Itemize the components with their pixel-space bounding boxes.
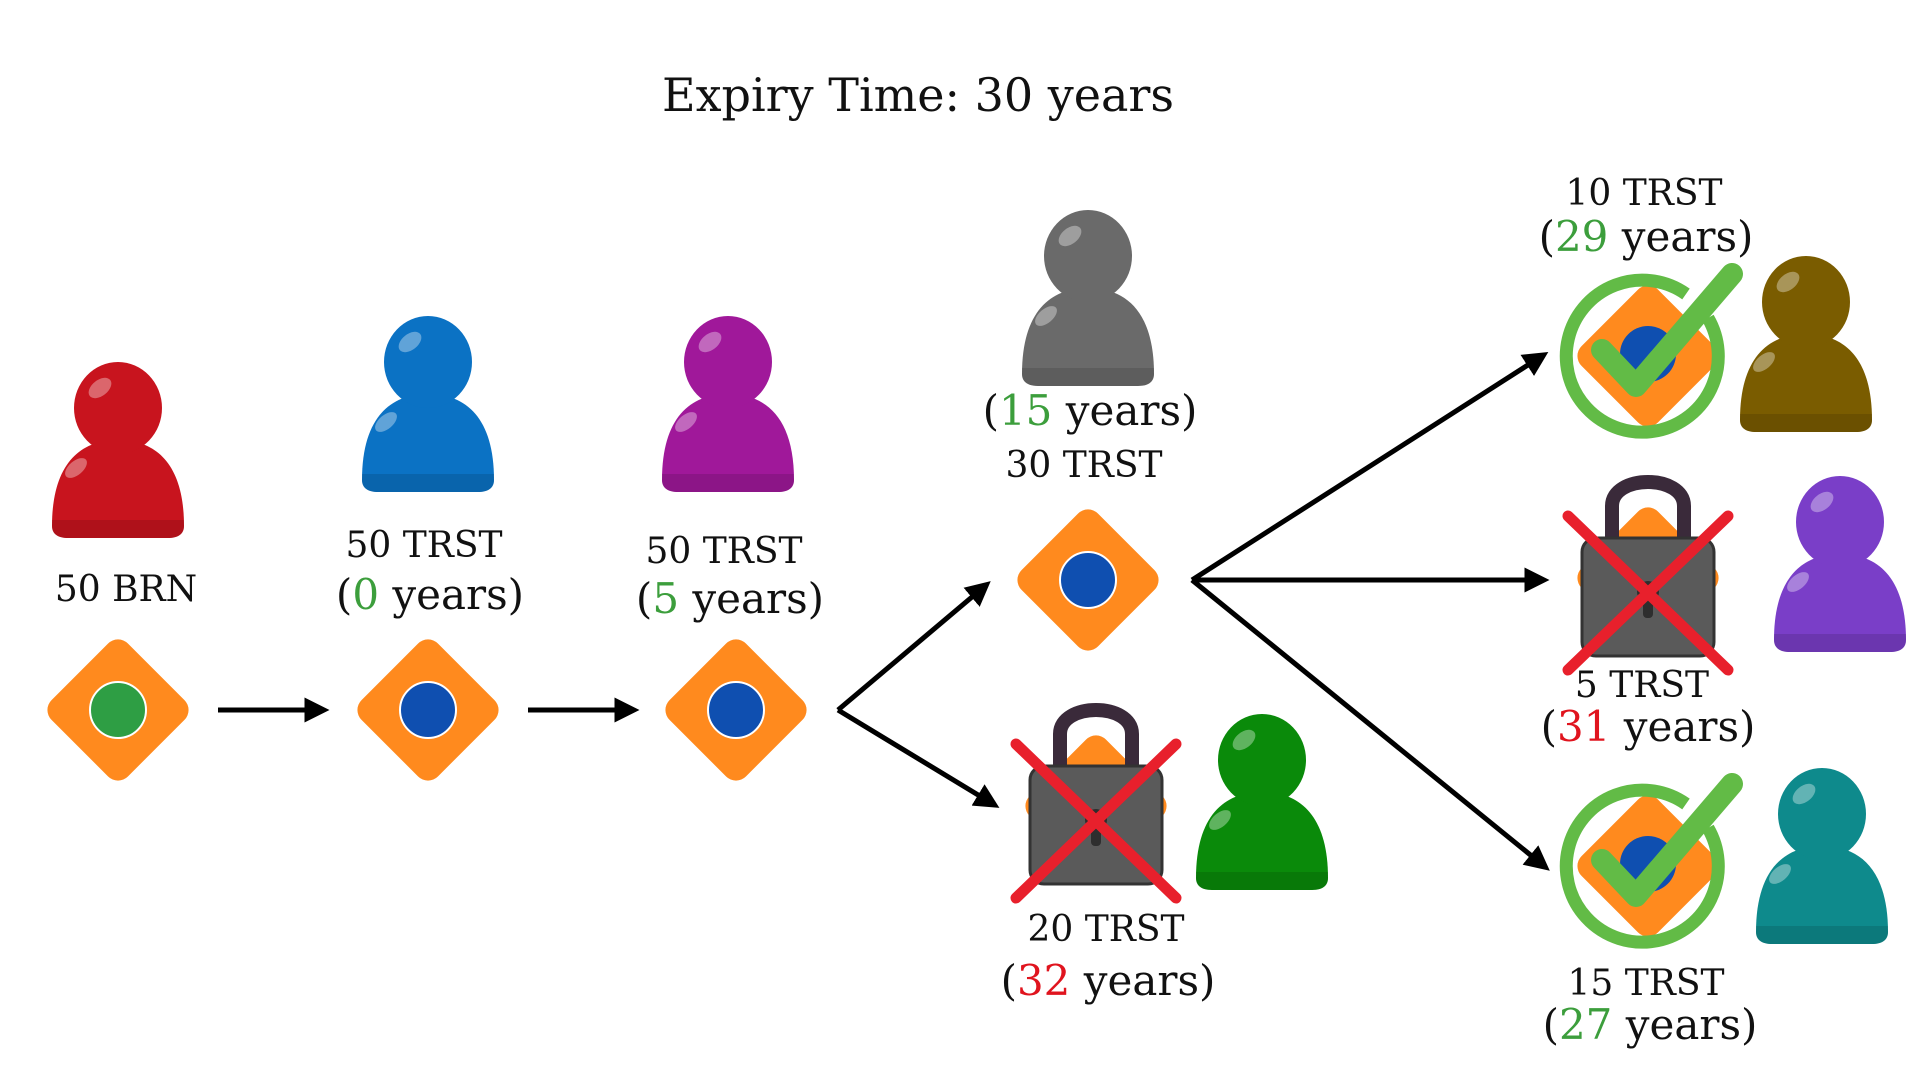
node-n6-age: (29 years) (1538, 212, 1754, 261)
token-diamond (1011, 503, 1165, 657)
checkmark-valid-icon (1566, 784, 1732, 942)
node-n4-age: (15 years) (982, 386, 1198, 435)
lock-expired-icon (1016, 710, 1176, 898)
arrow-n4-n8 (1190, 578, 1550, 871)
user-icon-teal (1756, 768, 1888, 944)
node-n7 (1568, 476, 1906, 670)
arrow-n3-n4 (836, 581, 991, 712)
user-icon-blue (362, 316, 494, 492)
age-unit: years (1083, 956, 1200, 1005)
user-icon-red (52, 362, 184, 538)
node-n1 (41, 362, 195, 787)
node-n8-age: (27 years) (1542, 1000, 1758, 1049)
age-value: 31 (1556, 702, 1611, 751)
diagram-title: Expiry Time: 30 years (661, 68, 1175, 122)
node-n6 (1566, 256, 1872, 432)
age-unit: years (1621, 212, 1738, 261)
blue-dot-icon (1059, 551, 1117, 609)
user-icon-gray (1022, 210, 1154, 386)
node-n8-amount: 15 TRST (1567, 963, 1725, 1004)
green-dot-icon (89, 681, 147, 739)
age-value: 27 (1558, 1000, 1613, 1049)
checkmark-valid-icon (1566, 274, 1732, 432)
age-value: 0 (352, 570, 380, 619)
blue-dot-icon (707, 681, 765, 739)
node-n4 (1011, 210, 1165, 657)
token-diamond (351, 633, 505, 787)
age-unit: years (692, 574, 808, 623)
user-icon-purple (1774, 476, 1906, 652)
age-unit: years (1623, 702, 1740, 751)
age-value: 32 (1016, 956, 1071, 1005)
user-icon-green (1196, 714, 1328, 890)
node-n5-amount: 20 TRST (1027, 909, 1185, 950)
node-n6-amount: 10 TRST (1565, 173, 1723, 214)
age-value: 29 (1554, 212, 1609, 261)
age-unit: years (392, 570, 508, 619)
node-n2-age: (0 years) (335, 570, 525, 619)
token-diamond (659, 633, 813, 787)
arrow-n4-n6 (1190, 351, 1549, 583)
arrow-n3-n5 (836, 707, 1000, 808)
node-n8 (1566, 768, 1888, 944)
node-n7-amount: 5 TRST (1574, 665, 1710, 706)
token-diamond (41, 633, 195, 787)
node-n2-amount: 50 TRST (345, 525, 503, 566)
age-value: 15 (998, 386, 1053, 435)
user-icon-olive (1740, 256, 1872, 432)
node-n5-age: (32 years) (1000, 956, 1216, 1005)
node-n5 (1016, 710, 1328, 898)
node-n1-amount: 50 BRN (54, 569, 198, 610)
arrows (218, 351, 1550, 871)
age-unit: years (1625, 1000, 1742, 1049)
node-n4-amount: 30 TRST (1005, 445, 1163, 486)
node-n2 (351, 316, 505, 787)
node-n7-age: (31 years) (1540, 702, 1756, 751)
age-unit: years (1065, 386, 1182, 435)
blue-dot-icon (399, 681, 457, 739)
age-value: 5 (652, 574, 680, 623)
node-n3-amount: 50 TRST (645, 531, 803, 572)
node-n3-age: (5 years) (635, 574, 825, 623)
node-n3 (659, 316, 813, 787)
user-icon-magenta (662, 316, 794, 492)
lock-expired-icon (1568, 482, 1728, 670)
